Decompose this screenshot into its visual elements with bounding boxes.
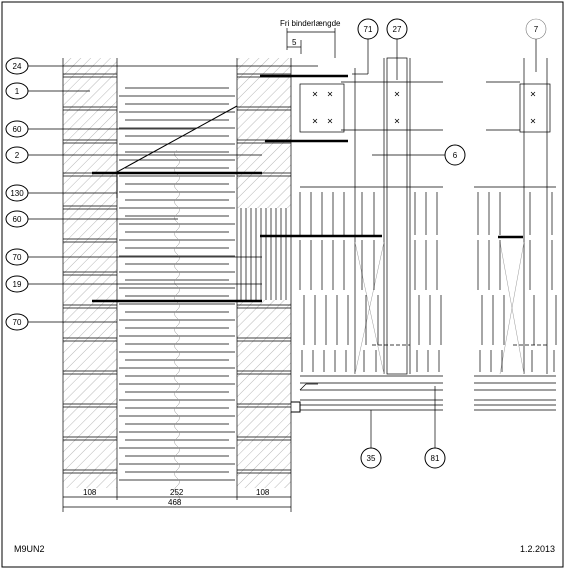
wall-ties bbox=[92, 74, 523, 303]
callout-left-label: 70 bbox=[13, 318, 22, 327]
callout-left-label: 130 bbox=[10, 189, 24, 198]
callout-left-label: 24 bbox=[13, 62, 22, 71]
callout-6-group: 6 bbox=[372, 144, 466, 166]
inner-brick-leaf bbox=[236, 58, 292, 488]
vertical-batten-zone bbox=[240, 208, 290, 300]
callout-left-label: 60 bbox=[13, 125, 22, 134]
dimension-lines: 108 252 108 468 bbox=[62, 488, 292, 512]
drawing-code: M9UN2 bbox=[14, 544, 45, 554]
callout-35: 35 bbox=[367, 454, 376, 463]
drawing-date: 1.2.2013 bbox=[520, 544, 555, 554]
callout-left-label: 70 bbox=[13, 253, 22, 262]
callout-81: 81 bbox=[431, 454, 440, 463]
annotation-free-length: Fri binderlængde bbox=[280, 19, 341, 28]
annotation-5: 5 bbox=[292, 38, 297, 47]
callout-left-label: 60 bbox=[13, 215, 22, 224]
left-callouts: 24 1 60 2 130 60 70 19 70 bbox=[5, 57, 318, 331]
outer-brick-leaf bbox=[62, 58, 118, 488]
callout-71: 71 bbox=[364, 25, 373, 34]
callout-7: 7 bbox=[534, 25, 539, 34]
cavity-insulation bbox=[119, 87, 235, 503]
dim-total: 468 bbox=[168, 498, 182, 507]
callout-27: 27 bbox=[393, 25, 402, 34]
dim-left: 108 bbox=[83, 488, 97, 497]
bottom-callouts: 35 81 bbox=[360, 386, 446, 469]
timber-structure bbox=[291, 57, 557, 413]
dim-mid: 252 bbox=[170, 488, 184, 497]
callout-6: 6 bbox=[453, 151, 458, 160]
callout-left-label: 1 bbox=[15, 87, 20, 96]
dim-right: 108 bbox=[256, 488, 270, 497]
free-tie-length-annotation: Fri binderlængde 5 bbox=[280, 19, 341, 58]
top-callouts: 71 27 7 bbox=[352, 18, 547, 80]
callout-left-label: 2 bbox=[15, 151, 20, 160]
callout-left-label: 19 bbox=[13, 280, 22, 289]
